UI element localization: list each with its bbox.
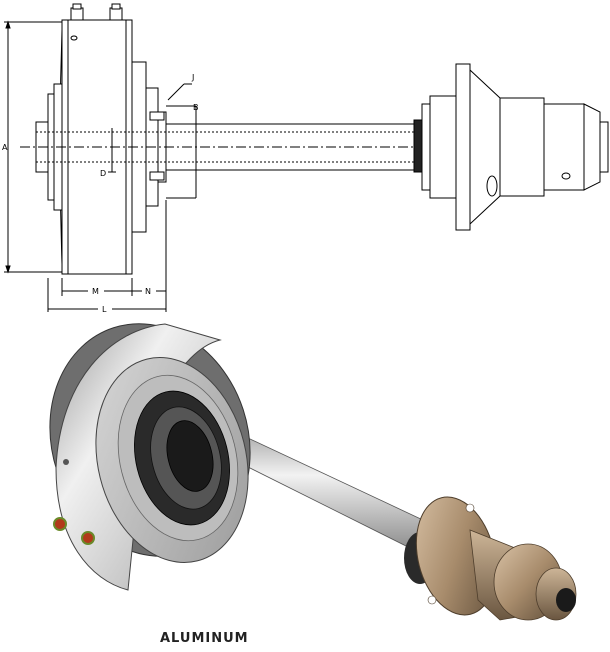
technical-drawing xyxy=(4,3,609,312)
render-3d xyxy=(49,323,577,621)
dim-label-n: N xyxy=(145,287,151,296)
drum-body-side xyxy=(59,3,133,275)
dim-label-d: D xyxy=(100,169,106,178)
render-coupling xyxy=(404,496,577,621)
right-assembly-side xyxy=(413,63,609,231)
fitting-red-right xyxy=(81,531,95,545)
dim-label-l: L xyxy=(102,305,107,314)
dimension-m-n-l xyxy=(47,200,167,312)
dim-label-b: B xyxy=(193,103,199,112)
dim-label-j: J xyxy=(191,73,194,82)
dimension-b-j xyxy=(166,83,197,199)
dimension-a xyxy=(4,20,70,274)
dimension-d xyxy=(108,128,116,173)
shaft-side xyxy=(36,123,418,171)
render-caption: ALUMINUM xyxy=(160,631,249,646)
render-drum xyxy=(49,323,251,591)
dim-label-m: M xyxy=(92,287,99,296)
dim-label-a: A xyxy=(2,143,8,152)
fitting-red-left xyxy=(53,517,67,531)
